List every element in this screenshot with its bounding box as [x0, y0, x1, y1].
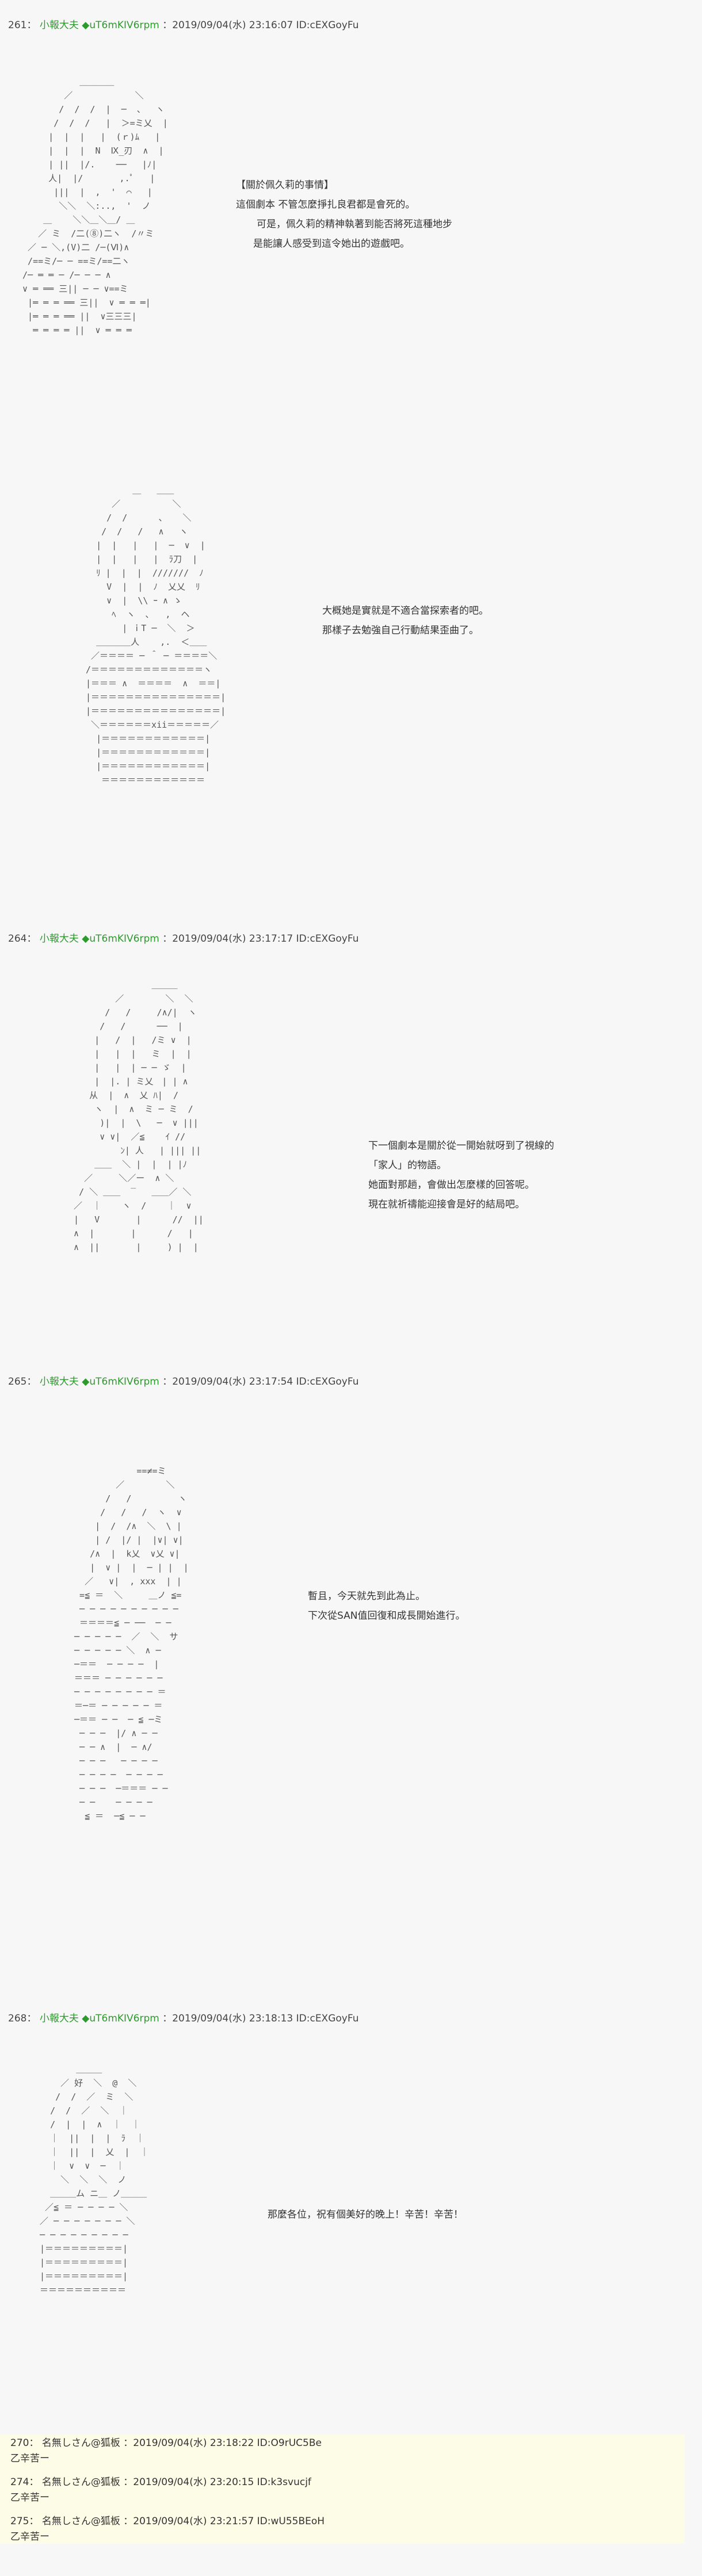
- post-message: 【關於佩久莉的事情】 這個劇本 不管怎麼掙扎良君都是會死的。 可是，佩久莉的精神…: [236, 175, 452, 254]
- message-line: 可是，佩久莉的精神執著到能否將死這種地步: [257, 219, 452, 230]
- reply: 275： 名無しさん@狐板 ：2019/09/04(水) 23:21:57 ID…: [10, 2514, 685, 2545]
- ascii-art: ＿＿＿ ／ ＼ ＼ / / /∧/| ヽ / / ── | | / | /ミ ∨…: [74, 980, 204, 1252]
- reply-date: ：2019/09/04(水) 23:20:15 ID:k3svucjf: [123, 2476, 311, 2488]
- reply-number: 274：: [10, 2476, 39, 2488]
- message-line: 「家人」的物語。: [368, 1160, 447, 1171]
- post-header: 264： 小報大夫 ◆uT6mKIV6rpm ：2019/09/04(水) 23…: [8, 931, 702, 947]
- reply-date: ：2019/09/04(水) 23:18:22 ID:O9rUC5Be: [123, 2437, 322, 2449]
- message-line: 那樣子去勉強自己行動結果歪曲了。: [322, 625, 479, 636]
- poster-name[interactable]: 小報大夫: [39, 1376, 79, 1388]
- poster-trip: ◆uT6mKIV6rpm: [82, 933, 159, 945]
- message-line: 下次從SAN值回復和成長開始進行。: [308, 1610, 466, 1622]
- post-number: 261：: [8, 20, 37, 31]
- message-line: 大概她是實就是不適合當探索者的吧。: [322, 605, 489, 617]
- post: 268： 小報大夫 ◆uT6mKIV6rpm ：2019/09/04(水) 23…: [0, 2011, 702, 2027]
- post-header: 268： 小報大夫 ◆uT6mKIV6rpm ：2019/09/04(水) 23…: [8, 2011, 702, 2027]
- post: 265： 小報大夫 ◆uT6mKIV6rpm ：2019/09/04(水) 23…: [0, 1374, 702, 1390]
- reply-name: 名無しさん@狐板: [41, 2516, 120, 2527]
- message-line: 是能讓人感受到這令她出的遊戲吧。: [253, 238, 410, 250]
- post-message: 下一個劇本是關於從一開始就呀到了視線的 「家人」的物語。 她面對那趟，會做出怎麼…: [368, 1136, 554, 1214]
- post-date: ：2019/09/04(水) 23:17:54 ID:cEXGoyFu: [162, 1376, 359, 1388]
- ascii-art: ＿＿＿＿ ／ ＼ / / / | ─ 、 ヽ / / / | ＞=ミ乂 | | …: [22, 77, 168, 335]
- post-number: 265：: [8, 1376, 37, 1388]
- poster-trip: ◆uT6mKIV6rpm: [82, 1376, 159, 1388]
- poster-trip: ◆uT6mKIV6rpm: [82, 20, 159, 31]
- message-line: 暫且，今天就先到此為止。: [308, 1591, 425, 1602]
- reply-name: 名無しさん@狐板: [41, 2476, 120, 2488]
- reply-number: 270：: [10, 2437, 39, 2449]
- poster-trip: ◆uT6mKIV6rpm: [82, 2013, 159, 2024]
- post-date: ：2019/09/04(水) 23:16:07 ID:cEXGoyFu: [162, 20, 359, 31]
- reply-section: 270： 名無しさん@狐板 ：2019/09/04(水) 23:18:22 ID…: [0, 2434, 685, 2544]
- reply-header: 270： 名無しさん@狐板 ：2019/09/04(水) 23:18:22 ID…: [10, 2436, 685, 2451]
- reply: 270： 名無しさん@狐板 ：2019/09/04(水) 23:18:22 ID…: [10, 2436, 685, 2467]
- post: 261： 小報大夫 ◆uT6mKIV6rpm ：2019/09/04(水) 23…: [0, 17, 702, 33]
- ascii-art: ＿ ＿＿ ／ ＼ / / 、 ＼ / / / ∧ ヽ | | | | ─ ∨ |…: [86, 485, 226, 785]
- reply-body: 乙辛苦ー: [10, 2492, 49, 2504]
- reply-body: 乙辛苦ー: [10, 2531, 49, 2543]
- post-header: 261： 小報大夫 ◆uT6mKIV6rpm ：2019/09/04(水) 23…: [8, 17, 702, 33]
- post-message: 大概她是實就是不適合當探索者的吧。 那樣子去勉強自己行動結果歪曲了。: [322, 601, 489, 640]
- ascii-art: ＿＿＿ ／ 好 ＼ @ ＼ / / ／ ミ ＼ / / ／ ＼ ｜ / | | …: [40, 2064, 149, 2295]
- message-line: 這個劇本 不管怎麼掙扎良君都是會死的。: [236, 199, 415, 211]
- poster-name[interactable]: 小報大夫: [39, 20, 79, 31]
- post-header: 265： 小報大夫 ◆uT6mKIV6rpm ：2019/09/04(水) 23…: [8, 1374, 702, 1390]
- poster-name[interactable]: 小報大夫: [39, 933, 79, 945]
- ascii-art: ==≠=ミ ／ ＼ / / ヽ / / / ヽ ∨ | / /∧ ＼ \ | |…: [74, 1466, 189, 1821]
- post-date: ：2019/09/04(水) 23:17:17 ID:cEXGoyFu: [162, 933, 359, 945]
- reply-name: 名無しさん@狐板: [41, 2437, 120, 2449]
- post-number: 264：: [8, 933, 37, 945]
- reply-header: 275： 名無しさん@狐板 ：2019/09/04(水) 23:21:57 ID…: [10, 2514, 685, 2529]
- post-message: 那麼各位，祝有個美好的晚上！辛苦！辛苦！: [268, 2205, 463, 2225]
- message-line: 那麼各位，祝有個美好的晚上！辛苦！辛苦！: [268, 2209, 463, 2220]
- reply-body: 乙辛苦ー: [10, 2453, 49, 2464]
- reply-header: 274： 名無しさん@狐板 ：2019/09/04(水) 23:20:15 ID…: [10, 2475, 685, 2490]
- message-line: 【關於佩久莉的事情】: [236, 179, 334, 191]
- reply: 274： 名無しさん@狐板 ：2019/09/04(水) 23:20:15 ID…: [10, 2475, 685, 2506]
- post: 264： 小報大夫 ◆uT6mKIV6rpm ：2019/09/04(水) 23…: [0, 931, 702, 947]
- message-line: 下一個劇本是關於從一開始就呀到了視線的: [368, 1140, 554, 1152]
- message-line: 她面對那趟，會做出怎麼樣的回答呢。: [368, 1179, 535, 1191]
- reply-date: ：2019/09/04(水) 23:21:57 ID:wU55BEoH: [123, 2516, 325, 2527]
- post-number: 268：: [8, 2013, 37, 2024]
- post-date: ：2019/09/04(水) 23:18:13 ID:cEXGoyFu: [162, 2013, 359, 2024]
- poster-name[interactable]: 小報大夫: [39, 2013, 79, 2024]
- reply-number: 275：: [10, 2516, 39, 2527]
- message-line: 現在就祈禱能迎接會是好的結局吧。: [368, 1199, 525, 1210]
- post-message: 暫且，今天就先到此為止。 下次從SAN值回復和成長開始進行。: [308, 1587, 465, 1626]
